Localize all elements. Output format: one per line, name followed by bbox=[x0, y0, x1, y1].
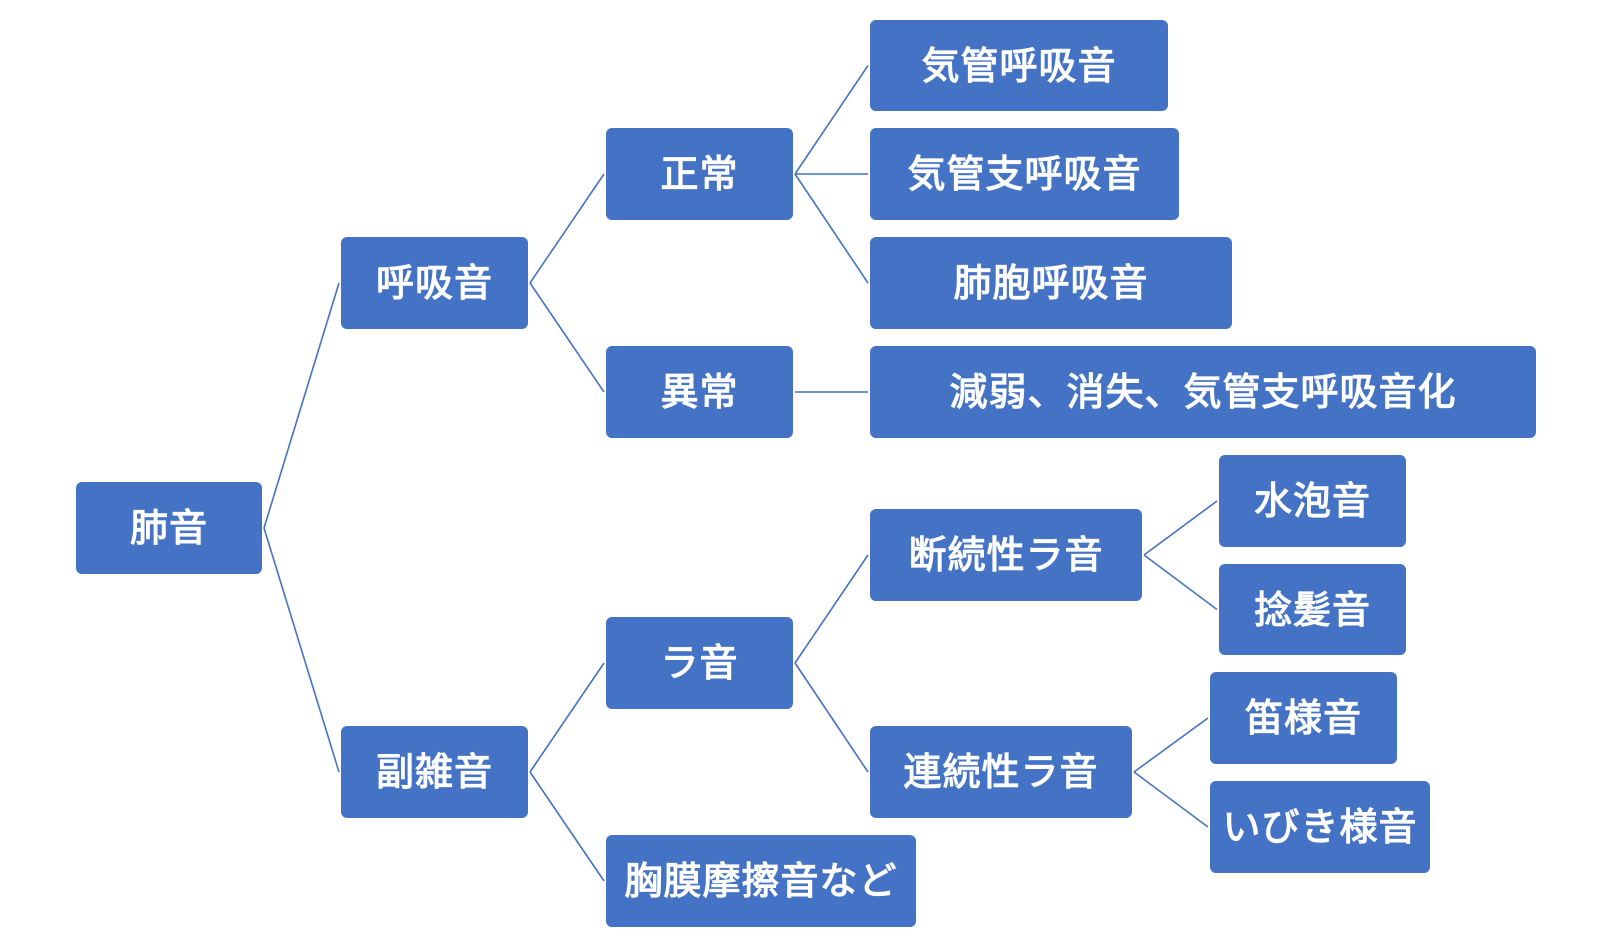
node-rhonchi: いびき様音 bbox=[1210, 781, 1430, 873]
node-coarse-crackles-label: 水泡音 bbox=[1253, 479, 1371, 523]
connector-discont-to-fine bbox=[1143, 554, 1218, 611]
node-bronchial: 気管支呼吸音 bbox=[870, 128, 1179, 220]
connector-cont-to-wheeze bbox=[1133, 717, 1209, 773]
node-adventitious-label: 副雑音 bbox=[375, 750, 493, 794]
node-normal: 正常 bbox=[606, 128, 793, 220]
node-abnormal-detail: 減弱、消失、気管支呼吸音化 bbox=[870, 346, 1536, 438]
node-rales-label: ラ音 bbox=[660, 641, 739, 685]
node-discontinuous-label: 断続性ラ音 bbox=[908, 533, 1104, 577]
node-abnormal: 異常 bbox=[606, 346, 793, 438]
connector-advent-to-rales bbox=[529, 662, 605, 773]
connector-root-to-breath bbox=[263, 282, 340, 529]
node-abnormal-label: 異常 bbox=[660, 370, 739, 414]
connector-normal-to-vesicular bbox=[794, 173, 869, 284]
node-wheeze-label: 笛様音 bbox=[1244, 696, 1362, 740]
node-rales: ラ音 bbox=[606, 617, 793, 709]
connector-cont-to-rhonchi bbox=[1133, 771, 1209, 828]
node-discontinuous: 断続性ラ音 bbox=[870, 509, 1142, 601]
connector-breath-to-abnormal bbox=[529, 282, 605, 393]
node-rhonchi-label: いびき様音 bbox=[1222, 805, 1418, 849]
node-continuous: 連続性ラ音 bbox=[870, 726, 1132, 818]
node-abnormal-detail-label: 減弱、消失、気管支呼吸音化 bbox=[949, 370, 1457, 414]
node-root: 肺音 bbox=[76, 482, 262, 574]
node-fine-crackles-label: 捻髪音 bbox=[1253, 587, 1371, 632]
node-pleural-rub-label: 胸膜摩擦音など bbox=[624, 859, 898, 903]
connector-root-to-advent bbox=[263, 527, 340, 773]
node-vesicular: 肺胞呼吸音 bbox=[870, 237, 1232, 329]
node-vesicular-label: 肺胞呼吸音 bbox=[953, 261, 1149, 305]
node-tracheal: 気管呼吸音 bbox=[870, 20, 1168, 111]
node-wheeze: 笛様音 bbox=[1210, 672, 1397, 764]
node-coarse-crackles: 水泡音 bbox=[1219, 455, 1406, 547]
node-breath-sounds: 呼吸音 bbox=[341, 237, 528, 329]
node-breath-sounds-label: 呼吸音 bbox=[375, 261, 493, 305]
connector-rales-to-discont bbox=[794, 554, 869, 664]
node-continuous-label: 連続性ラ音 bbox=[903, 750, 1099, 794]
connector-normal-to-tracheal bbox=[794, 65, 869, 175]
connector-discont-to-coarse bbox=[1143, 500, 1218, 556]
node-pleural-rub: 胸膜摩擦音など bbox=[606, 835, 916, 927]
node-bronchial-label: 気管支呼吸音 bbox=[907, 152, 1142, 196]
node-adventitious: 副雑音 bbox=[341, 726, 528, 818]
connector-advent-to-pleural bbox=[529, 771, 605, 882]
node-normal-label: 正常 bbox=[660, 152, 739, 196]
connector-rales-to-cont bbox=[794, 662, 869, 773]
node-tracheal-label: 気管呼吸音 bbox=[921, 43, 1117, 88]
node-root-label: 肺音 bbox=[129, 506, 208, 550]
connector-breath-to-normal bbox=[529, 173, 605, 284]
node-fine-crackles: 捻髪音 bbox=[1219, 564, 1406, 655]
